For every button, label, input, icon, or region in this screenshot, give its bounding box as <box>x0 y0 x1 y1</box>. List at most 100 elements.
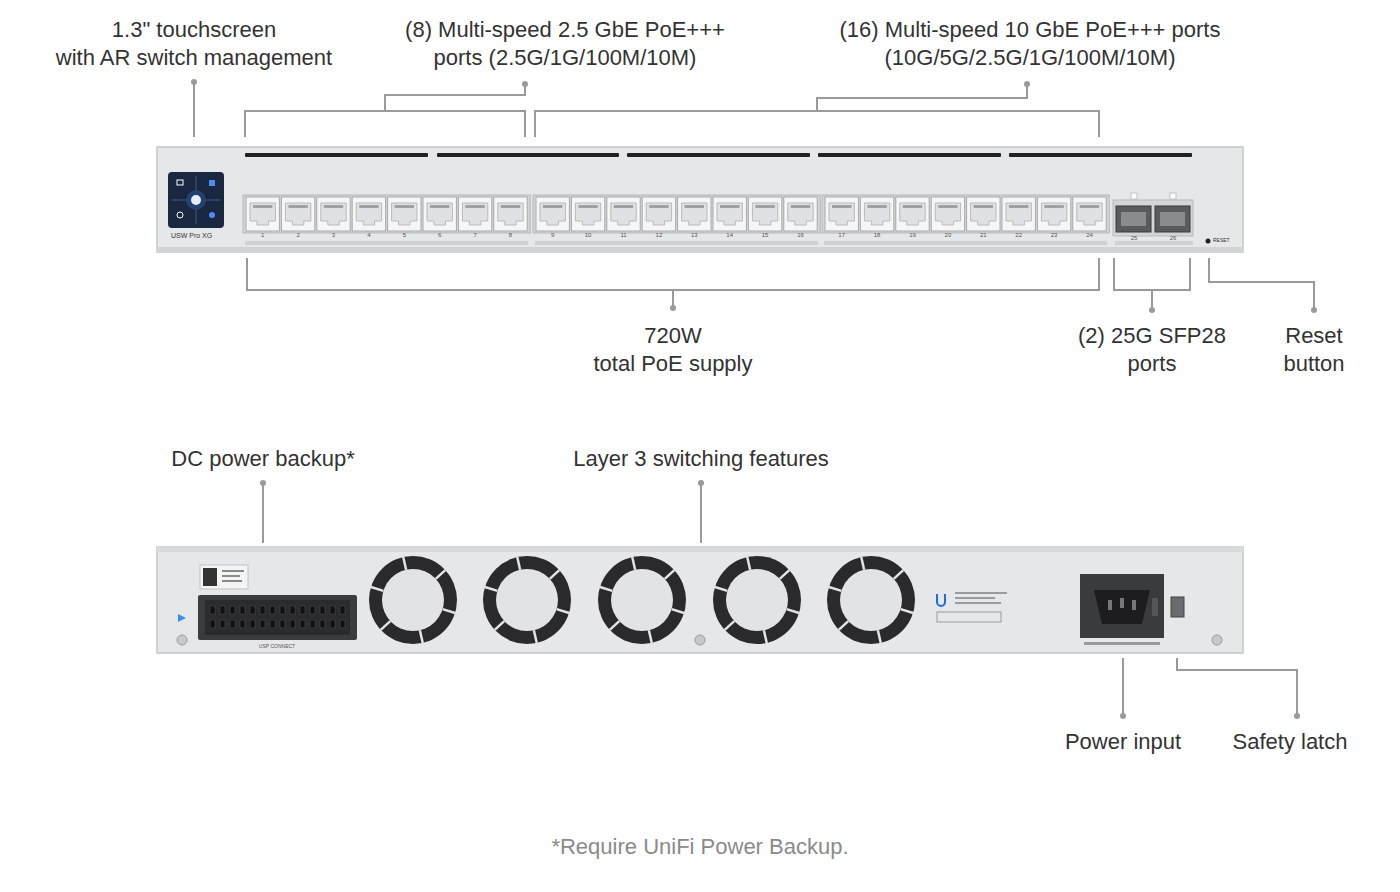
rj45-port <box>784 197 817 231</box>
fan-spoke <box>787 609 799 613</box>
connector-pins <box>210 606 345 628</box>
rj45-contacts <box>614 205 633 208</box>
callout-label: Power input <box>1065 728 1181 756</box>
fan-spoke <box>403 557 406 570</box>
reset-label: RESET <box>1213 237 1230 243</box>
fan-spoke <box>715 587 727 591</box>
rj45-port <box>931 197 964 231</box>
port-group <box>822 195 1109 233</box>
rj45-cavity <box>646 203 671 225</box>
fan-center <box>840 569 902 631</box>
rj45-cavity <box>540 203 565 225</box>
port-number: 22 <box>1015 232 1022 239</box>
rj45-contacts <box>359 205 378 208</box>
rj45-contacts <box>288 205 307 208</box>
port-number: 9 <box>551 232 554 239</box>
connector-label: USP CONNECT <box>259 643 295 649</box>
port-number: 8 <box>509 232 512 239</box>
rj45-cavity <box>935 203 960 225</box>
pin <box>240 606 245 614</box>
rj45-contacts <box>974 205 993 208</box>
rj45-cavity <box>1041 203 1066 225</box>
pin <box>310 606 315 614</box>
fan-spoke <box>672 609 684 613</box>
rj45-port <box>748 197 781 231</box>
reset-hole <box>1206 239 1211 244</box>
pin <box>220 606 225 614</box>
rj45-contacts <box>430 205 449 208</box>
rj45-contacts <box>543 205 562 208</box>
callout-label: (8) Multi-speed 2.5 GbE PoE+++ ports (2.… <box>405 16 725 72</box>
rj45-cavity <box>1006 203 1031 225</box>
rj45-port <box>607 197 640 231</box>
rj45-cavity <box>717 203 742 225</box>
port-number: 13 <box>691 232 698 239</box>
port-number: 10 <box>585 232 592 239</box>
rj45-contacts <box>867 205 886 208</box>
rj45-port <box>713 197 746 231</box>
rj45-cavity <box>427 203 452 225</box>
rj45-contacts <box>903 205 922 208</box>
fan-spoke <box>381 621 391 630</box>
back-panel <box>157 547 1243 653</box>
rj45-cavity <box>900 203 925 225</box>
screws <box>177 635 1222 645</box>
port-number: 7 <box>473 232 476 239</box>
sfp-ports <box>1113 193 1193 245</box>
rj45-port <box>1002 197 1035 231</box>
fan-spoke <box>839 621 849 630</box>
rj45-cavity <box>752 203 777 225</box>
port-number: 1 <box>261 232 264 239</box>
rj45-cavity <box>829 203 854 225</box>
safety-latch <box>1171 597 1184 617</box>
pin <box>210 620 215 628</box>
fan-spoke <box>485 587 497 591</box>
usp-connector <box>178 565 357 640</box>
rj45-cavity <box>321 203 346 225</box>
port-number: 11 <box>620 232 626 239</box>
fan-spoke <box>829 587 841 591</box>
callout-label: (16) Multi-speed 10 GbE PoE+++ ports (10… <box>840 16 1221 72</box>
rj45-port <box>423 197 456 231</box>
rj45-cavity <box>392 203 417 225</box>
rj45-port <box>281 197 314 231</box>
rj45-cavity <box>682 203 707 225</box>
port-number: 12 <box>656 232 663 239</box>
rj45-contacts <box>755 205 774 208</box>
pin <box>280 620 285 628</box>
rj45-port <box>246 197 279 231</box>
pin <box>340 620 345 628</box>
port-number: 6 <box>438 232 441 239</box>
pin <box>220 620 225 628</box>
rj45-port <box>896 197 929 231</box>
leader-dots <box>191 79 1317 719</box>
port-number: 23 <box>1051 232 1058 239</box>
rj45-cavity <box>462 203 487 225</box>
rj45-cavity <box>356 203 381 225</box>
pin <box>340 606 345 614</box>
touchscreen <box>168 172 224 228</box>
rj45-port <box>388 197 421 231</box>
back-top-edge <box>157 547 1243 552</box>
pin <box>320 620 325 628</box>
port-number: 14 <box>726 232 733 239</box>
fan-spoke <box>420 630 423 643</box>
port-number: 25 <box>1131 235 1138 242</box>
rj45-port <box>317 197 350 231</box>
rj45-port <box>494 197 527 231</box>
rj45-contacts <box>395 205 414 208</box>
port-group-bar <box>824 241 1107 245</box>
rj45-contacts <box>938 205 957 208</box>
rj45-ports <box>243 195 1109 245</box>
power-inlet <box>1080 574 1164 645</box>
rj45-port <box>352 197 385 231</box>
pin <box>330 620 335 628</box>
fan-spoke <box>665 570 675 579</box>
rj45-cavity <box>498 203 523 225</box>
rj45-contacts <box>501 205 520 208</box>
rj45-port <box>678 197 711 231</box>
port-number: 16 <box>797 232 804 239</box>
fan-spoke <box>610 621 620 630</box>
callout-label: Layer 3 switching features <box>573 445 829 473</box>
